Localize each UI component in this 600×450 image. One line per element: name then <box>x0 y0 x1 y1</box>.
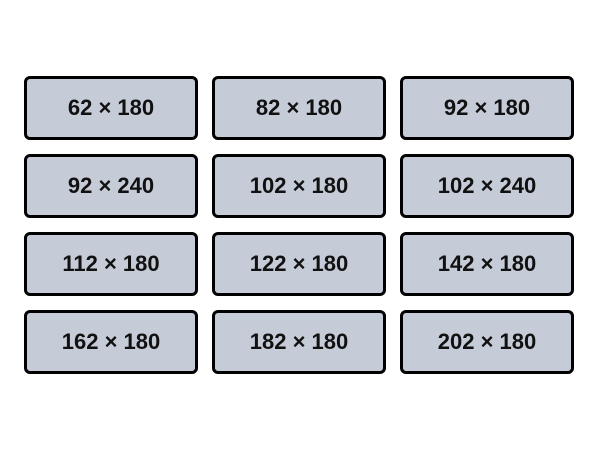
size-option-button[interactable]: 122 × 180 <box>212 232 386 296</box>
size-option-label: 82 × 180 <box>255 95 343 120</box>
size-option-label: 92 × 240 <box>67 173 155 198</box>
size-option-button[interactable]: 142 × 180 <box>400 232 574 296</box>
size-option-button[interactable]: 62 × 180 <box>24 76 198 140</box>
size-option-label: 202 × 180 <box>437 329 537 354</box>
size-option-label: 102 × 240 <box>437 173 537 198</box>
size-option-button[interactable]: 92 × 180 <box>400 76 574 140</box>
size-option-button[interactable]: 82 × 180 <box>212 76 386 140</box>
size-option-label: 102 × 180 <box>249 173 349 198</box>
size-option-button[interactable]: 202 × 180 <box>400 310 574 374</box>
size-option-button[interactable]: 92 × 240 <box>24 154 198 218</box>
size-option-button[interactable]: 112 × 180 <box>24 232 198 296</box>
size-options-grid: 62 × 180 82 × 180 92 × 180 92 × 240 102 … <box>24 76 576 374</box>
size-option-button[interactable]: 102 × 240 <box>400 154 574 218</box>
size-option-label: 142 × 180 <box>437 251 537 276</box>
size-option-button[interactable]: 182 × 180 <box>212 310 386 374</box>
size-option-label: 162 × 180 <box>61 329 161 354</box>
size-option-label: 112 × 180 <box>62 251 160 276</box>
size-option-button[interactable]: 102 × 180 <box>212 154 386 218</box>
size-option-label: 182 × 180 <box>249 329 349 354</box>
size-option-button[interactable]: 162 × 180 <box>24 310 198 374</box>
size-option-label: 122 × 180 <box>249 251 349 276</box>
size-option-label: 62 × 180 <box>67 95 155 120</box>
size-option-label: 92 × 180 <box>443 95 531 120</box>
